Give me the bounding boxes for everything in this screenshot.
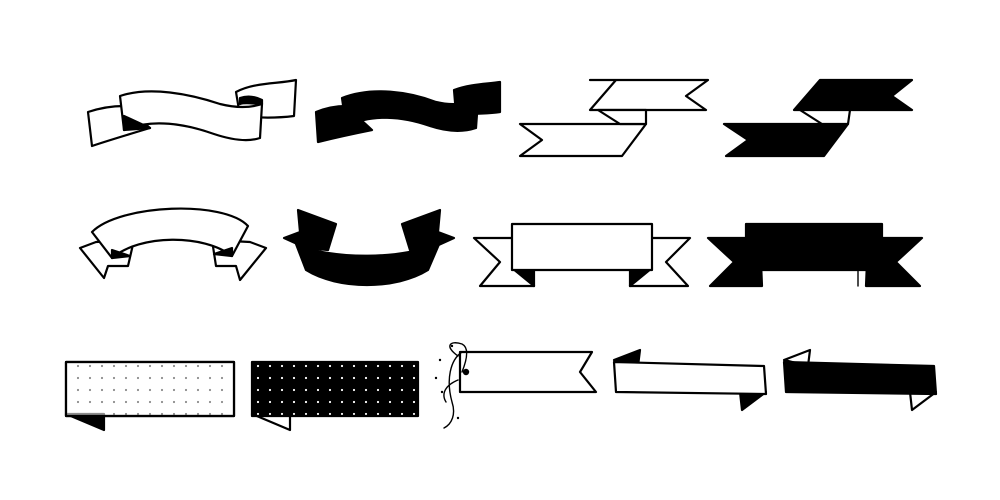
banner-box-ribbon-outline — [472, 222, 692, 288]
banner-wavy-ribbon-outline — [86, 78, 298, 148]
banner-tied-tag-flag — [434, 342, 598, 429]
banner-folded-strip-solid — [782, 348, 938, 412]
banner-dotted-label-outline — [64, 360, 236, 432]
banner-dotted-label-solid — [250, 360, 420, 432]
banner-wavy-ribbon-solid — [314, 80, 502, 144]
banner-arched-ribbon-solid — [282, 208, 456, 287]
banner-arched-ribbon-outline — [78, 207, 268, 282]
banner-box-ribbon-solid — [706, 222, 924, 288]
banner-zigzag-pennant-outline — [518, 78, 710, 158]
banner-zigzag-pennant-solid — [722, 78, 914, 158]
banner-folded-strip-outline — [612, 348, 768, 412]
